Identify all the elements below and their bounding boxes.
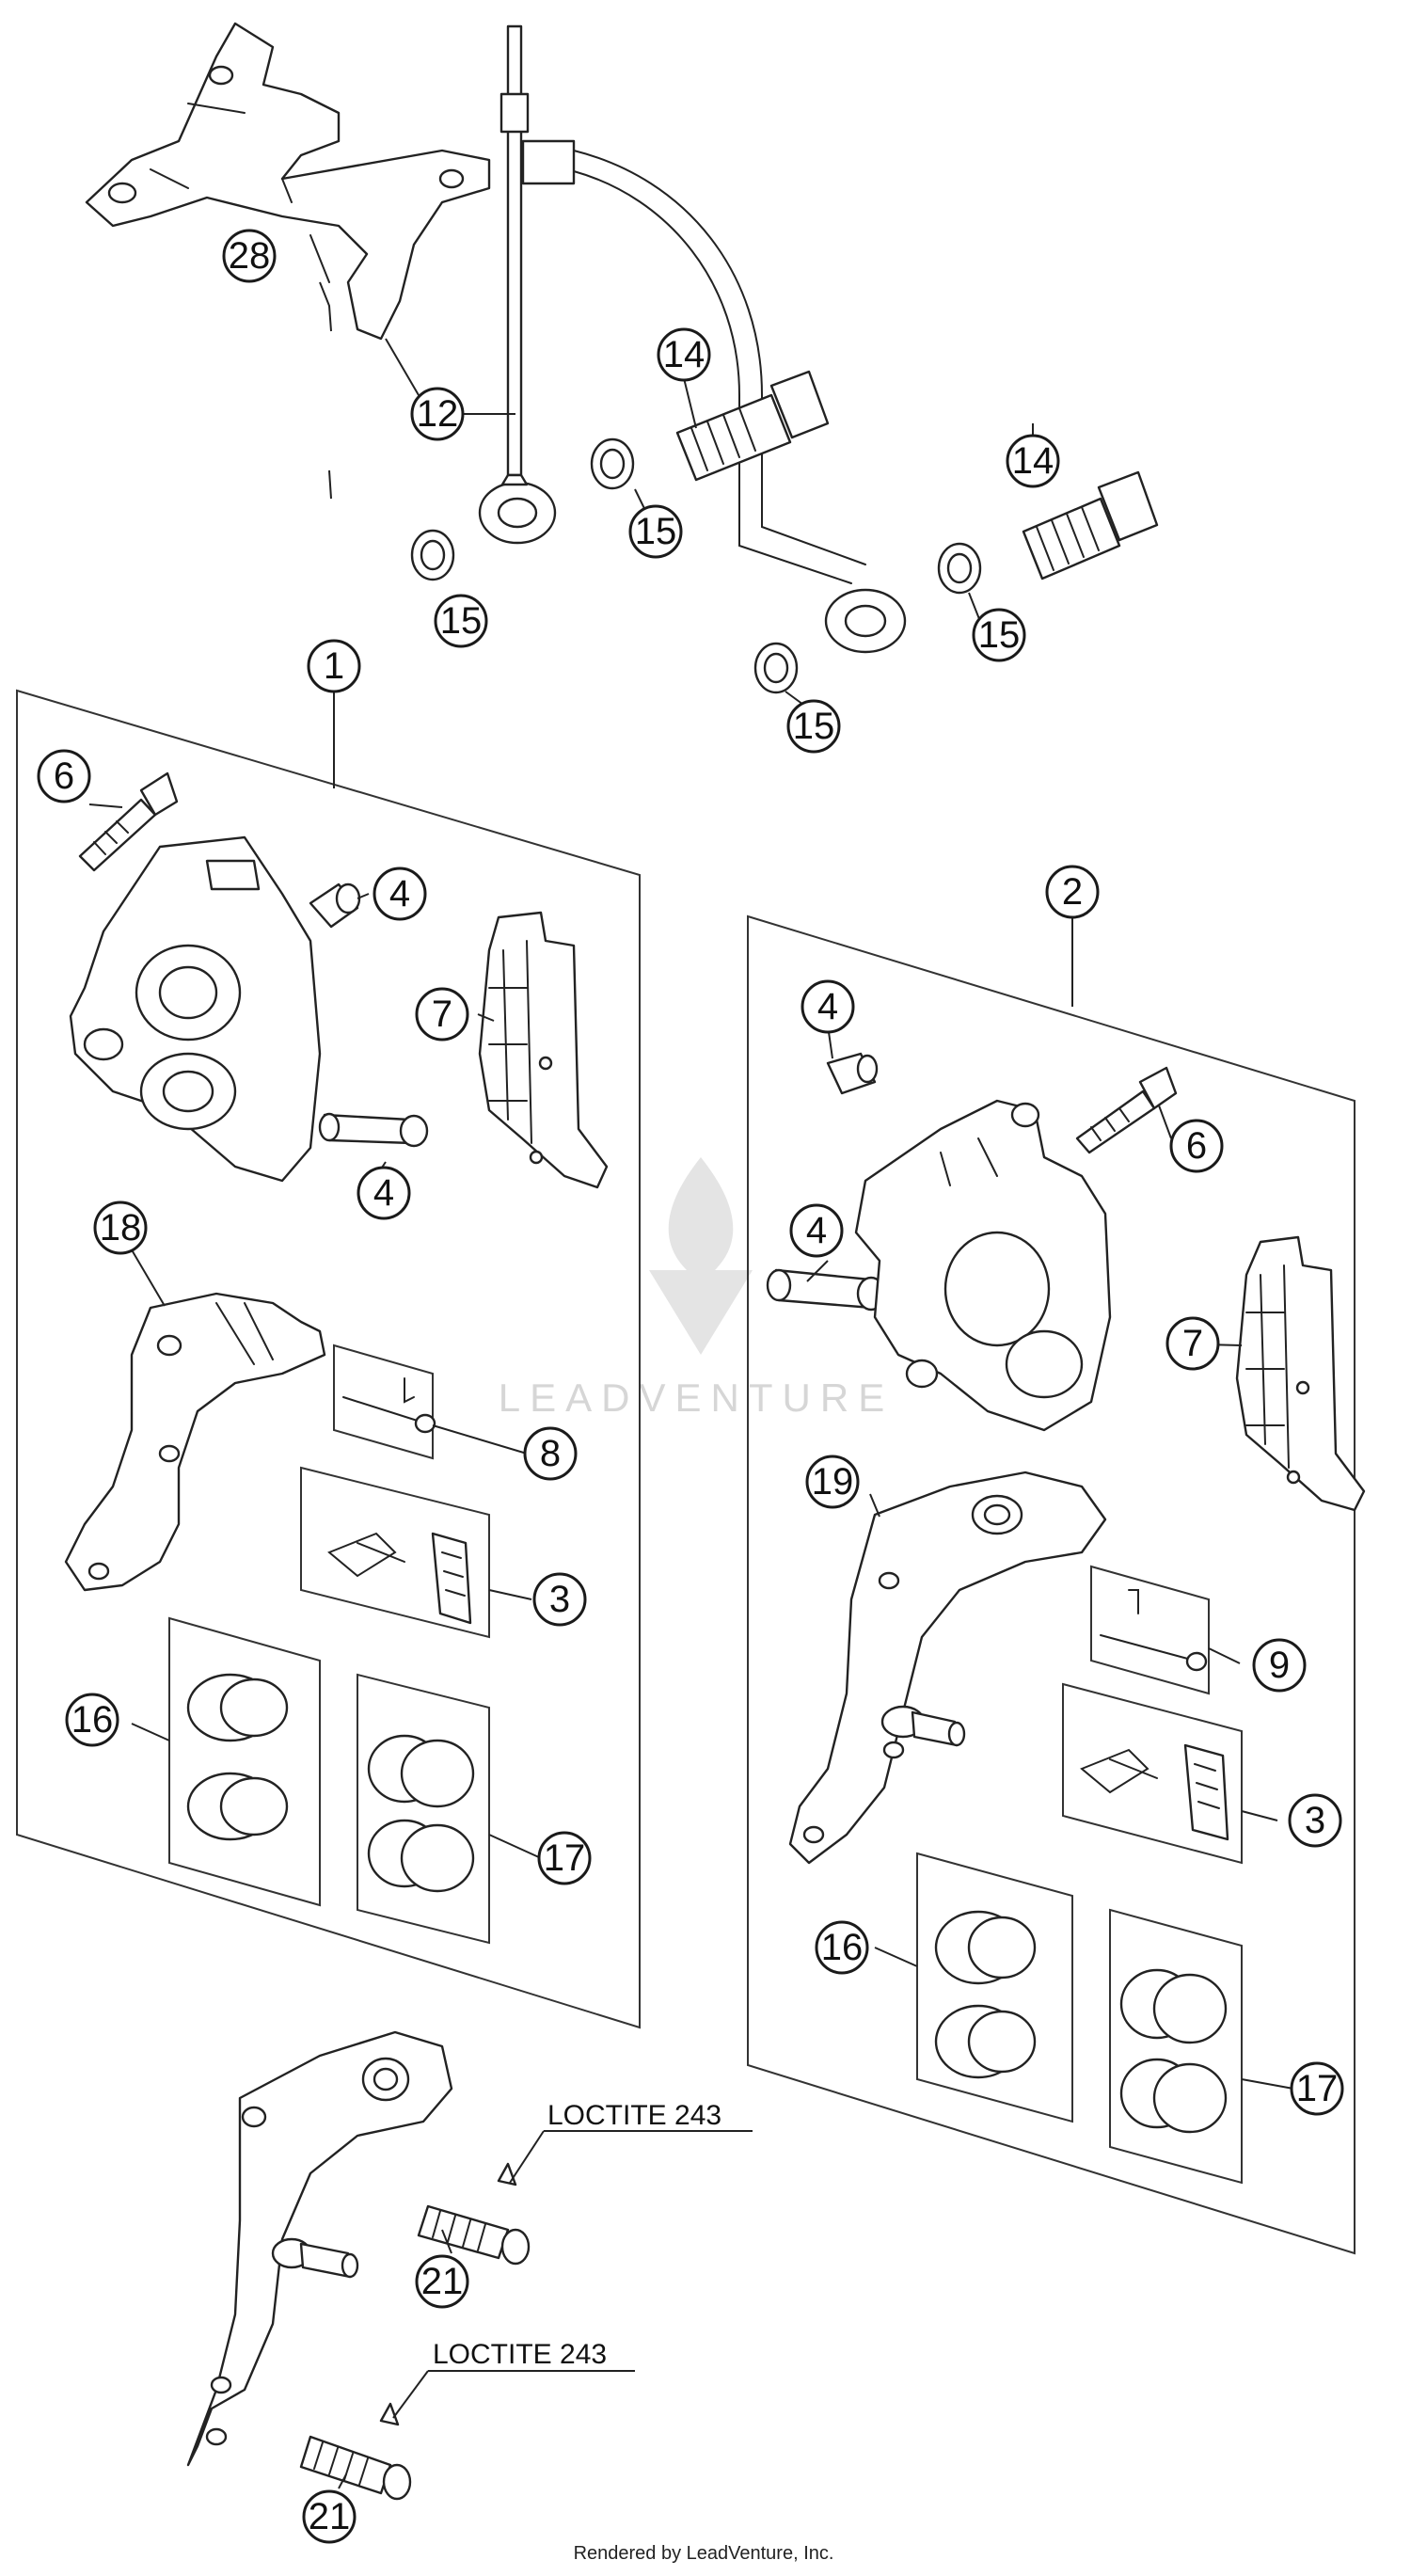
banjo-bolt-14 <box>1022 470 1159 580</box>
callout-21: 21 <box>415 2254 469 2309</box>
piston-seal-kit-box-17 <box>357 1673 490 1945</box>
callout-1: 1 <box>307 639 361 693</box>
svg-text:9: 9 <box>1269 1645 1290 1686</box>
callout-28: 28 <box>222 229 277 283</box>
callout-15: 15 <box>786 699 841 754</box>
callout-14: 14 <box>657 327 711 382</box>
svg-text:15: 15 <box>978 614 1021 656</box>
callout-15: 15 <box>434 594 488 648</box>
svg-text:7: 7 <box>1182 1323 1203 1364</box>
callout-6: 6 <box>37 749 91 803</box>
pin-kit-box-9 <box>1090 1565 1210 1695</box>
svg-text:21: 21 <box>309 2496 351 2537</box>
svg-text:19: 19 <box>812 1461 854 1503</box>
caliper-adapter-18 <box>64 1292 326 1592</box>
svg-text:14: 14 <box>1012 440 1054 482</box>
brake-pads-7 <box>478 911 609 1189</box>
bleeder-valve-6 <box>78 771 179 872</box>
callout-4: 4 <box>357 1166 411 1220</box>
callout-18: 18 <box>93 1201 148 1255</box>
brake-line-assembly <box>478 24 907 654</box>
callout-7: 7 <box>1165 1316 1220 1371</box>
svg-text:6: 6 <box>1186 1125 1207 1167</box>
guide-pin-4 <box>766 1268 886 1312</box>
guide-pin-4 <box>318 1112 429 1148</box>
caliper-bracket-28 <box>85 22 491 341</box>
callout-12: 12 <box>410 387 465 441</box>
svg-text:3: 3 <box>549 1579 570 1620</box>
piston-kit-box-16 <box>168 1616 321 1907</box>
brake-pads-7 <box>1235 1235 1366 1512</box>
washer-15 <box>937 542 982 595</box>
note-loctite: LOCTITE 243 <box>433 2339 607 2370</box>
svg-text:16: 16 <box>821 1927 864 1968</box>
watermark-text: LEADVENTURE <box>499 1375 894 1420</box>
piston-seal-kit-box-17 <box>1109 1908 1243 2185</box>
callout-3: 3 <box>1288 1793 1342 1848</box>
note-loctite: LOCTITE 243 <box>547 2100 721 2131</box>
svg-text:15: 15 <box>793 706 835 747</box>
washer-15 <box>753 642 799 694</box>
watermark-logo-icon <box>649 1157 753 1355</box>
svg-text:7: 7 <box>432 994 452 1035</box>
callout-17: 17 <box>537 1831 592 1885</box>
svg-text:28: 28 <box>229 235 271 277</box>
svg-text:4: 4 <box>373 1172 394 1214</box>
callout-16: 16 <box>65 1693 119 1747</box>
piston-kit-box-16 <box>916 1852 1073 2123</box>
panel-kit-2 <box>747 914 1356 2255</box>
bolt-21 <box>299 2402 412 2501</box>
svg-text:15: 15 <box>440 600 483 642</box>
callout-4: 4 <box>789 1203 844 1258</box>
svg-text:14: 14 <box>663 334 706 375</box>
callout-4: 4 <box>801 979 855 1034</box>
callout-4: 4 <box>373 867 427 921</box>
callout-15: 15 <box>972 608 1026 662</box>
brake-caliper <box>69 835 322 1183</box>
svg-text:4: 4 <box>817 986 838 1027</box>
callout-3: 3 <box>532 1572 587 1627</box>
callout-16: 16 <box>815 1920 869 1975</box>
svg-text:2: 2 <box>1062 871 1083 913</box>
svg-text:18: 18 <box>100 1207 142 1248</box>
svg-text:12: 12 <box>417 393 459 435</box>
callout-2: 2 <box>1045 865 1100 919</box>
callout-17: 17 <box>1290 2061 1344 2116</box>
panel-kit-1 <box>16 689 641 2029</box>
svg-text:17: 17 <box>544 1837 586 1879</box>
callout-19: 19 <box>805 1455 860 1509</box>
svg-text:6: 6 <box>54 755 74 797</box>
callout-6: 6 <box>1169 1119 1224 1173</box>
caliper-adapter-bottom <box>186 2030 453 2467</box>
callout-8: 8 <box>523 1426 578 1481</box>
guide-pin-4 <box>309 883 361 929</box>
callout-7: 7 <box>415 987 469 1042</box>
svg-text:16: 16 <box>71 1699 114 1741</box>
callout-21: 21 <box>302 2489 357 2544</box>
washer-15 <box>410 529 455 581</box>
seal-kit-box-3 <box>300 1466 490 1639</box>
callout-15: 15 <box>628 504 683 559</box>
callout-14: 14 <box>1006 434 1060 488</box>
pin-kit-box-8 <box>333 1344 436 1460</box>
caliper-adapter-19 <box>788 1471 1107 1865</box>
callout-9: 9 <box>1252 1638 1307 1693</box>
svg-text:1: 1 <box>324 645 344 687</box>
svg-text:3: 3 <box>1305 1800 1325 1841</box>
watermark: LEADVENTURE <box>499 1157 894 1420</box>
svg-text:15: 15 <box>635 511 677 552</box>
bleeder-valve-6 <box>1075 1066 1178 1154</box>
svg-text:4: 4 <box>806 1210 827 1251</box>
svg-text:17: 17 <box>1296 2068 1339 2109</box>
washer-15 <box>590 437 635 490</box>
brake-caliper <box>854 1099 1112 1432</box>
footer-credit: Rendered by LeadVenture, Inc. <box>574 2543 834 2564</box>
banjo-bolt-14 <box>675 370 830 482</box>
svg-text:21: 21 <box>421 2261 464 2302</box>
svg-text:8: 8 <box>540 1433 561 1474</box>
guide-pin-4 <box>826 1052 879 1095</box>
seal-kit-box-3 <box>1062 1682 1243 1865</box>
svg-text:4: 4 <box>389 873 410 914</box>
